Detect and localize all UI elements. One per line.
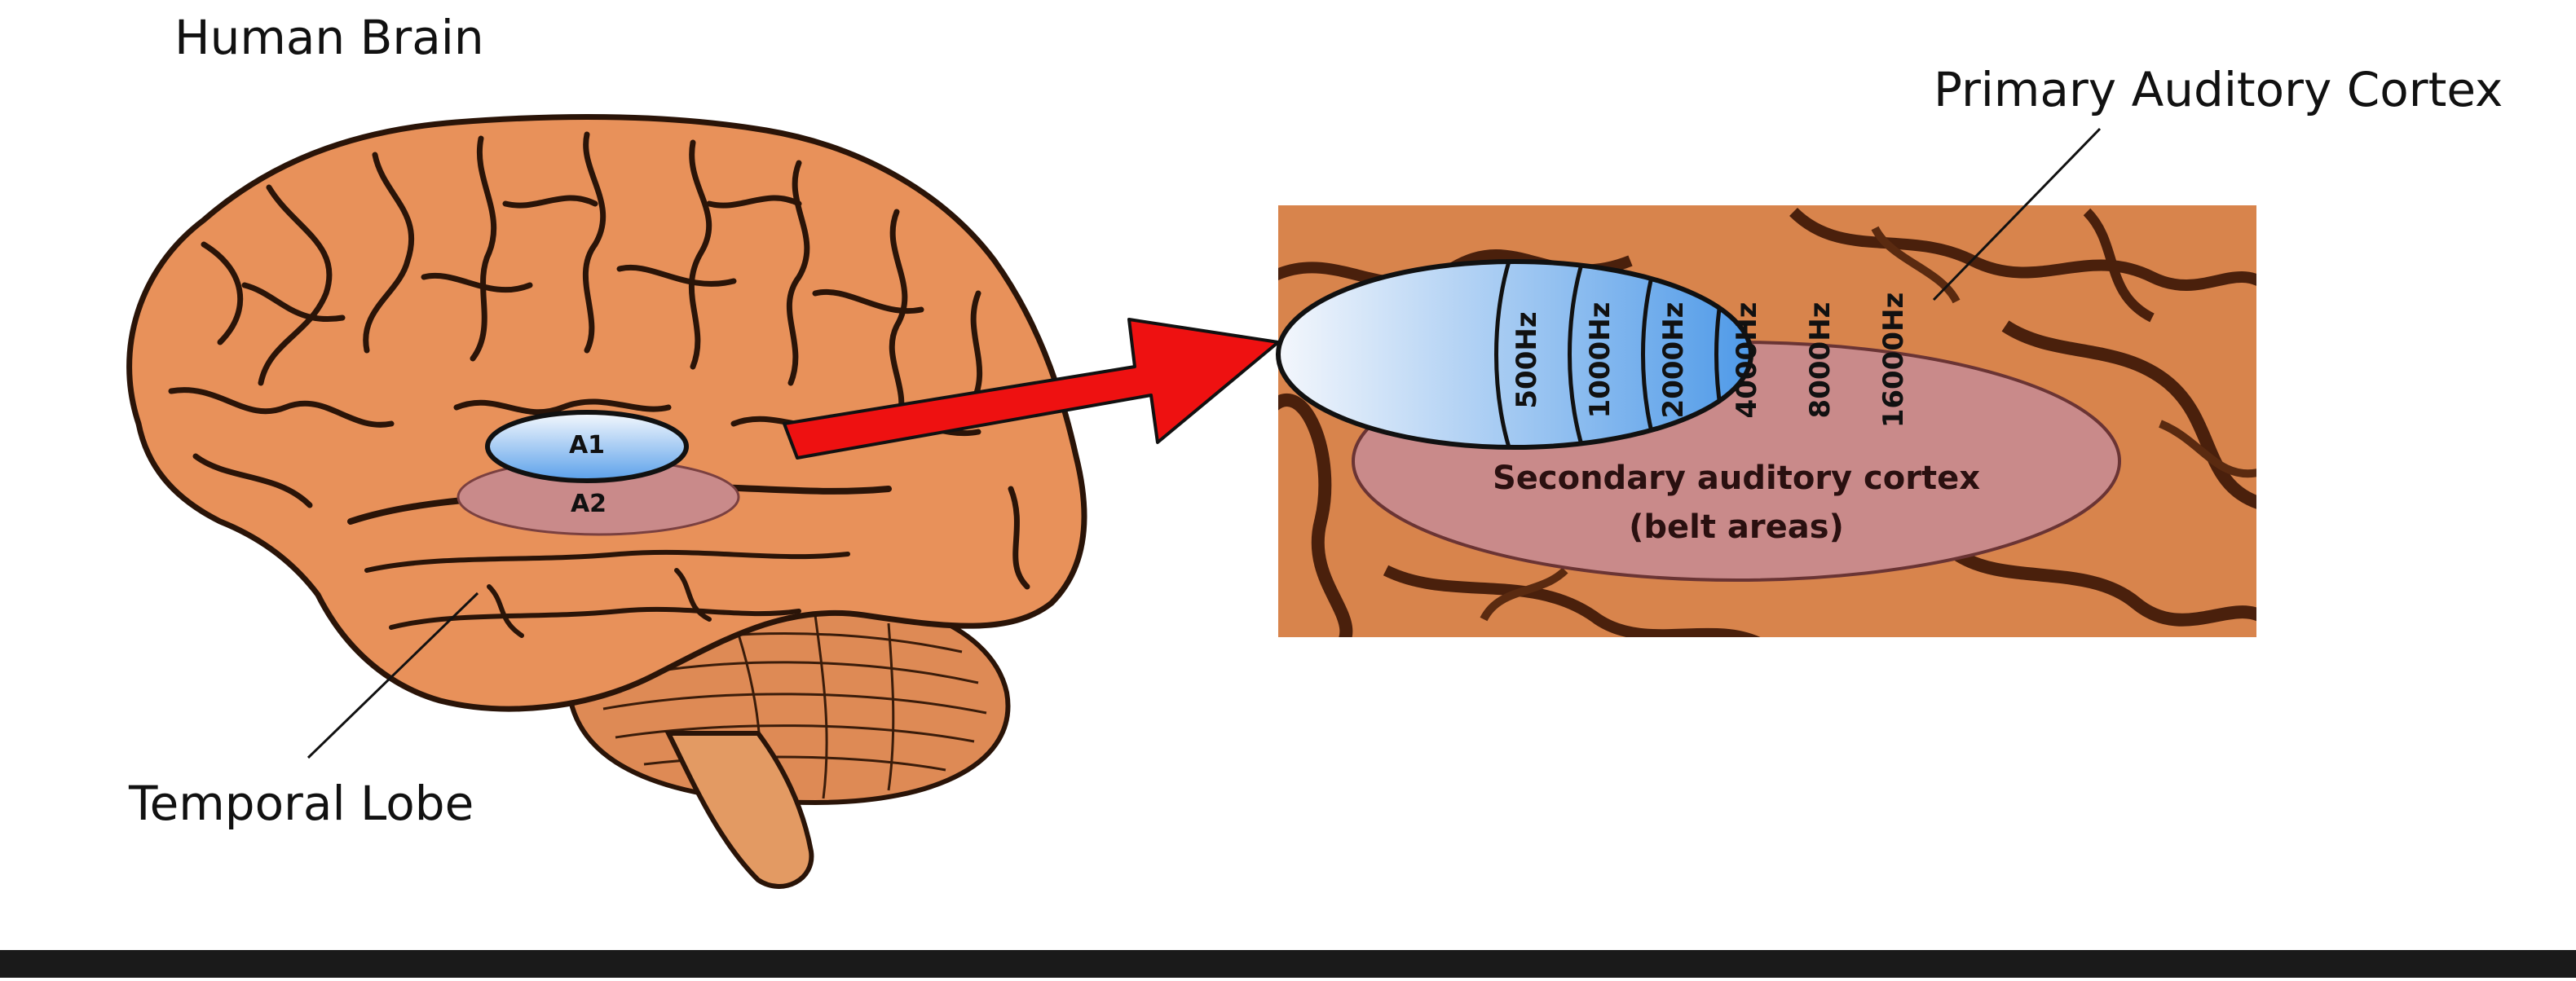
a1-region: [485, 410, 689, 483]
frequency-label-4000hz: 4000Hz: [1731, 302, 1763, 419]
zoomed-cortex-panel: 500Hz 1000Hz 2000Hz 4000Hz 8000Hz 16000Hz Sec…: [1276, 127, 2256, 637]
secondary-cortex-label-line1: Secondary auditory cortex: [1493, 460, 1980, 497]
frequency-label-16000hz: 16000Hz: [1877, 293, 1910, 429]
secondary-cortex-label-line2: (belt areas): [1629, 508, 1844, 546]
primary-cortex-leader: [1932, 127, 2102, 301]
frequency-label-2000hz: 2000Hz: [1657, 302, 1690, 419]
zoom-arrow: [783, 318, 1280, 460]
cerebellum-folds: [602, 614, 987, 799]
frequency-labels: 500Hz 1000Hz 2000Hz 4000Hz 8000Hz 16000Hz: [1511, 293, 1910, 429]
brain-illustration: A1 A2: [126, 113, 1087, 889]
footer-bar: [0, 950, 2576, 978]
human-brain-label: Human Brain: [174, 10, 484, 65]
temporal-lobe-label: Temporal Lobe: [128, 776, 474, 831]
primary-auditory-cortex-label: Primary Auditory Cortex: [1934, 62, 2503, 117]
temporal-lobe-leader: [307, 592, 479, 759]
frequency-label-1000hz: 1000Hz: [1584, 302, 1617, 419]
a2-label: A2: [571, 490, 607, 518]
frequency-label-500hz: 500Hz: [1511, 311, 1543, 408]
frequency-label-8000hz: 8000Hz: [1804, 302, 1837, 419]
a1-label: A1: [569, 431, 605, 460]
brain-stem: [664, 731, 814, 889]
